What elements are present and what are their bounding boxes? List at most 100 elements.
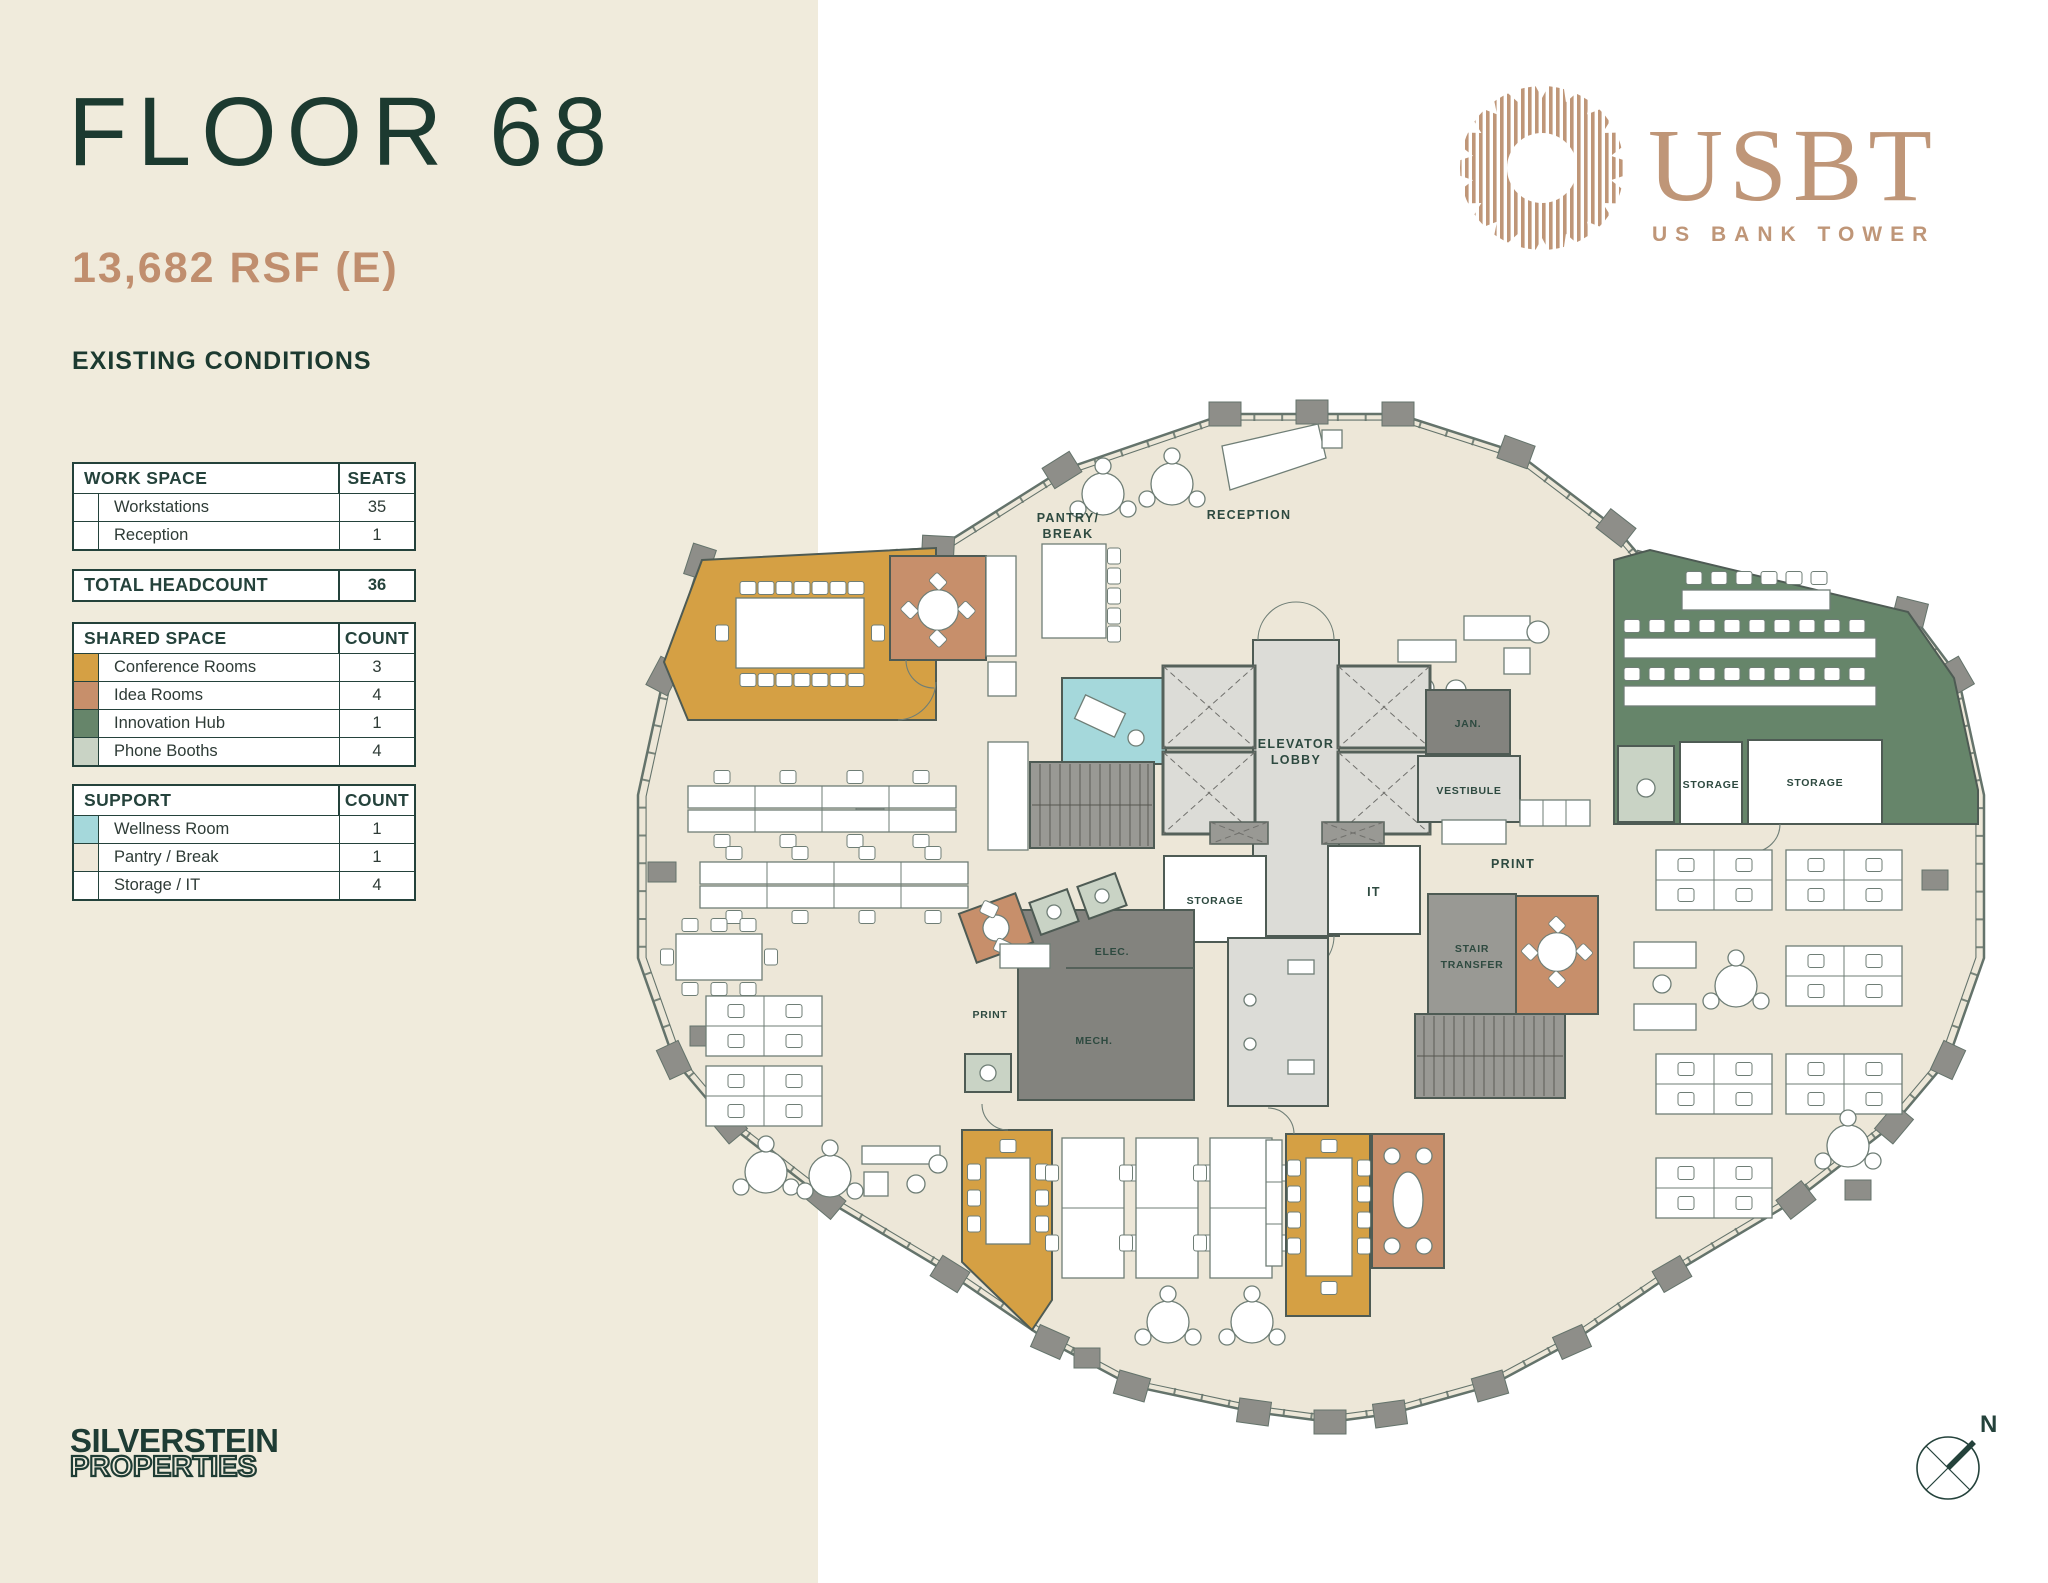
swatch-phone (74, 738, 99, 765)
swatch-pantry (74, 844, 99, 871)
work-space-table: WORK SPACE SEATS Workstations 35 Recepti… (72, 462, 416, 551)
swatch-storage (74, 872, 99, 899)
phone-booth-green (1617, 745, 1675, 823)
silverstein-line1: SILVERSTEIN (70, 1422, 279, 1459)
label-print-left: PRINT (973, 1009, 1008, 1021)
support-table: SUPPORT COUNT Wellness Room 1 Pantry / B… (72, 784, 416, 901)
row-value: 3 (339, 654, 414, 681)
page-title: FLOOR 68 (68, 77, 617, 186)
table-row: Workstations 35 (74, 493, 414, 521)
row-value: 4 (339, 738, 414, 765)
conference-room-b (961, 1103, 1053, 1332)
label-mech: MECH. (1075, 1035, 1112, 1047)
vestibule-room (1417, 755, 1521, 823)
label-pantry-2: BREAK (1043, 527, 1094, 541)
label-reception: RECEPTION (1207, 508, 1292, 522)
row-label: Wellness Room (114, 820, 230, 838)
shared-space-table: SHARED SPACE COUNT Conference Rooms 3 Id… (72, 622, 416, 767)
work-space-header: WORK SPACE SEATS (74, 464, 414, 493)
table-row: Wellness Room 1 (74, 815, 414, 843)
shared-space-title: SHARED SPACE (84, 628, 227, 648)
elevator-shafts (1161, 664, 1432, 845)
table-row: Innovation Hub 1 (74, 709, 414, 737)
compass-north-label: N (1980, 1411, 1997, 1438)
swatch-idea (74, 682, 99, 709)
mech-elec-rooms (1017, 909, 1195, 1101)
silverstein-line2: PROPERTIES (69, 1450, 258, 1483)
floor-plan: STORAGE STORAGE (636, 399, 1986, 1435)
row-label: Storage / IT (114, 876, 201, 894)
label-stair-2: TRANSFER (1441, 959, 1504, 971)
idea-room-d (1371, 1133, 1445, 1269)
row-value: 35 (339, 494, 414, 521)
label-storage-large: STORAGE (1787, 777, 1844, 789)
swatch-wellness (74, 816, 99, 843)
plan-labels: PANTRY/ BREAK RECEPTION ELEVATOR LOBBY J… (973, 508, 1535, 1047)
pantry-break-area (985, 447, 1206, 697)
storage-room-small: STORAGE (1679, 741, 1743, 825)
row-value: 1 (339, 710, 414, 737)
table-row: Phone Booths 4 (74, 737, 414, 765)
row-label: Workstations (114, 498, 210, 516)
row-label: Idea Rooms (114, 686, 203, 704)
total-label: TOTAL HEADCOUNT (84, 575, 268, 595)
label-stair-1: STAIR (1455, 943, 1489, 955)
row-label: Phone Booths (114, 742, 218, 760)
table-row: Conference Rooms 3 (74, 653, 414, 681)
work-space-title: WORK SPACE (84, 468, 208, 488)
swatch-conference (74, 654, 99, 681)
swatch-innovation (74, 710, 99, 737)
row-label: Reception (114, 526, 189, 544)
label-elevator-1: ELEVATOR (1258, 737, 1334, 751)
swatch (74, 522, 99, 549)
shared-space-header: SHARED SPACE COUNT (74, 624, 414, 653)
storage-room-large: STORAGE (1747, 739, 1883, 853)
label-print-right: PRINT (1491, 857, 1535, 871)
usbt-acronym: USBT (1648, 108, 1938, 223)
row-value: 1 (339, 522, 414, 549)
janitor-room (1425, 689, 1511, 755)
usbt-emblem-icon (1447, 74, 1637, 262)
label-it: IT (1367, 885, 1381, 899)
conference-room-c (1267, 1107, 1371, 1317)
it-room (1327, 845, 1421, 935)
phone-booth-angled-2 (1076, 871, 1128, 921)
table-row: Storage / IT 4 (74, 871, 414, 899)
support-title: SUPPORT (84, 790, 172, 810)
shared-space-count-header: COUNT (338, 624, 414, 653)
usbt-logo: USBT US BANK TOWER (1447, 74, 1938, 262)
usbt-subtitle: US BANK TOWER (1652, 223, 1935, 246)
row-value: 1 (339, 816, 414, 843)
south-rooms (961, 1103, 1445, 1346)
lounge-east (1633, 941, 1697, 1031)
stair-transfer-room (1427, 893, 1517, 1015)
elevator-lobby (1252, 639, 1340, 937)
label-pantry-1: PANTRY/ (1037, 511, 1100, 525)
workstations-west (660, 771, 969, 1200)
row-value: 1 (339, 844, 414, 871)
workstations-east (1633, 850, 1902, 1218)
phone-booth-west (964, 1053, 1012, 1093)
row-label: Conference Rooms (114, 658, 257, 676)
meeting-table-west (660, 918, 778, 996)
innovation-hub: STORAGE STORAGE (1613, 548, 1979, 853)
table-row: Reception 1 (74, 521, 414, 549)
lounge-southwest (861, 1145, 948, 1197)
conditions-label: EXISTING CONDITIONS (72, 347, 372, 375)
row-value: 4 (339, 682, 414, 709)
phone-booth-angled-1 (1028, 887, 1080, 937)
swatch (74, 494, 99, 521)
row-label: Pantry / Break (114, 848, 219, 866)
table-row: Idea Rooms 4 (74, 681, 414, 709)
label-elec: ELEC. (1095, 946, 1129, 958)
table-row: Pantry / Break 1 (74, 843, 414, 871)
row-label: Innovation Hub (114, 714, 225, 732)
compass-icon: N (1916, 1411, 1997, 1500)
support-count-header: COUNT (338, 786, 414, 815)
work-space-count-header: SEATS (338, 464, 414, 493)
row-value: 4 (339, 872, 414, 899)
label-storage-small: STORAGE (1683, 779, 1740, 791)
core (957, 601, 1599, 1107)
label-vestibule: VESTIBULE (1436, 785, 1501, 797)
